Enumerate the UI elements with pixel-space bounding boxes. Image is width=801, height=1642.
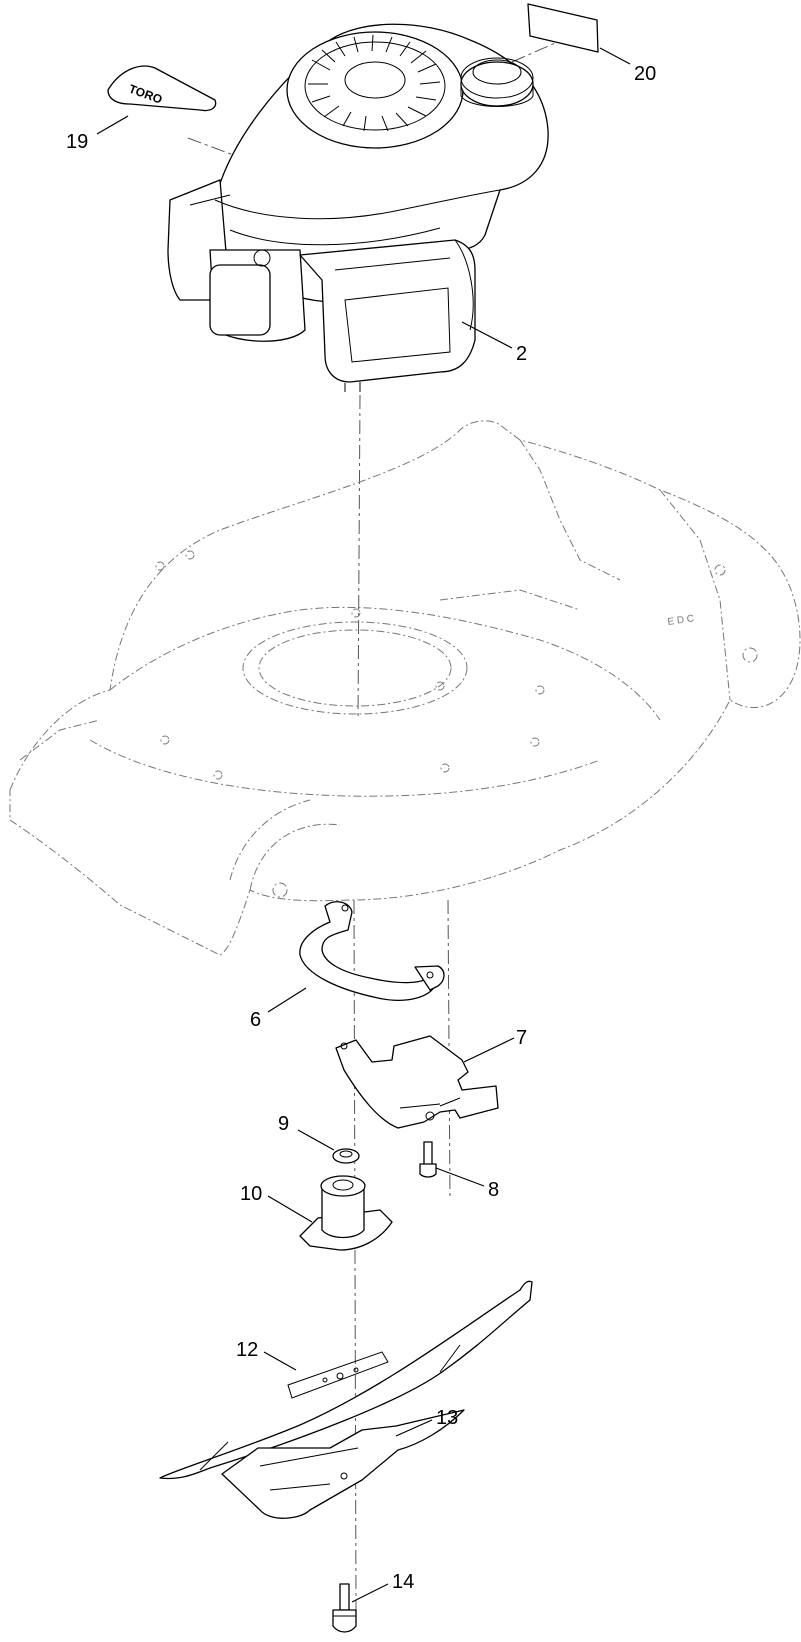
callout-9: 9 <box>278 1113 289 1135</box>
callout-8: 8 <box>488 1179 499 1201</box>
callout-13: 13 <box>436 1407 458 1429</box>
starter-vent-slots <box>308 34 441 132</box>
engine-assembly <box>167 23 549 392</box>
callout-12: 12 <box>236 1339 258 1361</box>
callout-19: 19 <box>66 131 88 153</box>
part-9-washer <box>332 1148 360 1164</box>
mower-deck-phantom: E D C <box>9 420 801 956</box>
callout-6: 6 <box>250 1009 261 1031</box>
leader-lines <box>96 47 631 1603</box>
part-8-bolt <box>419 1141 437 1178</box>
part-6-deflector <box>299 901 445 1001</box>
callout-2: 2 <box>516 343 527 365</box>
deck-marking-text: E D C <box>667 613 695 628</box>
part-10-blade-adapter <box>299 1175 393 1251</box>
decal-19: TORO <box>107 65 217 112</box>
part-14-blade-bolt <box>332 1583 357 1633</box>
callout-7: 7 <box>516 1027 527 1049</box>
callout-14: 14 <box>392 1571 414 1593</box>
callout-10: 10 <box>240 1183 262 1205</box>
part-7-baffle <box>335 1035 499 1129</box>
decal-20 <box>527 3 599 53</box>
part-13-air-lift <box>221 1409 465 1519</box>
callout-20: 20 <box>634 63 656 85</box>
callout-labels: 19 20 2 6 7 8 9 10 12 13 14 <box>66 63 656 1593</box>
